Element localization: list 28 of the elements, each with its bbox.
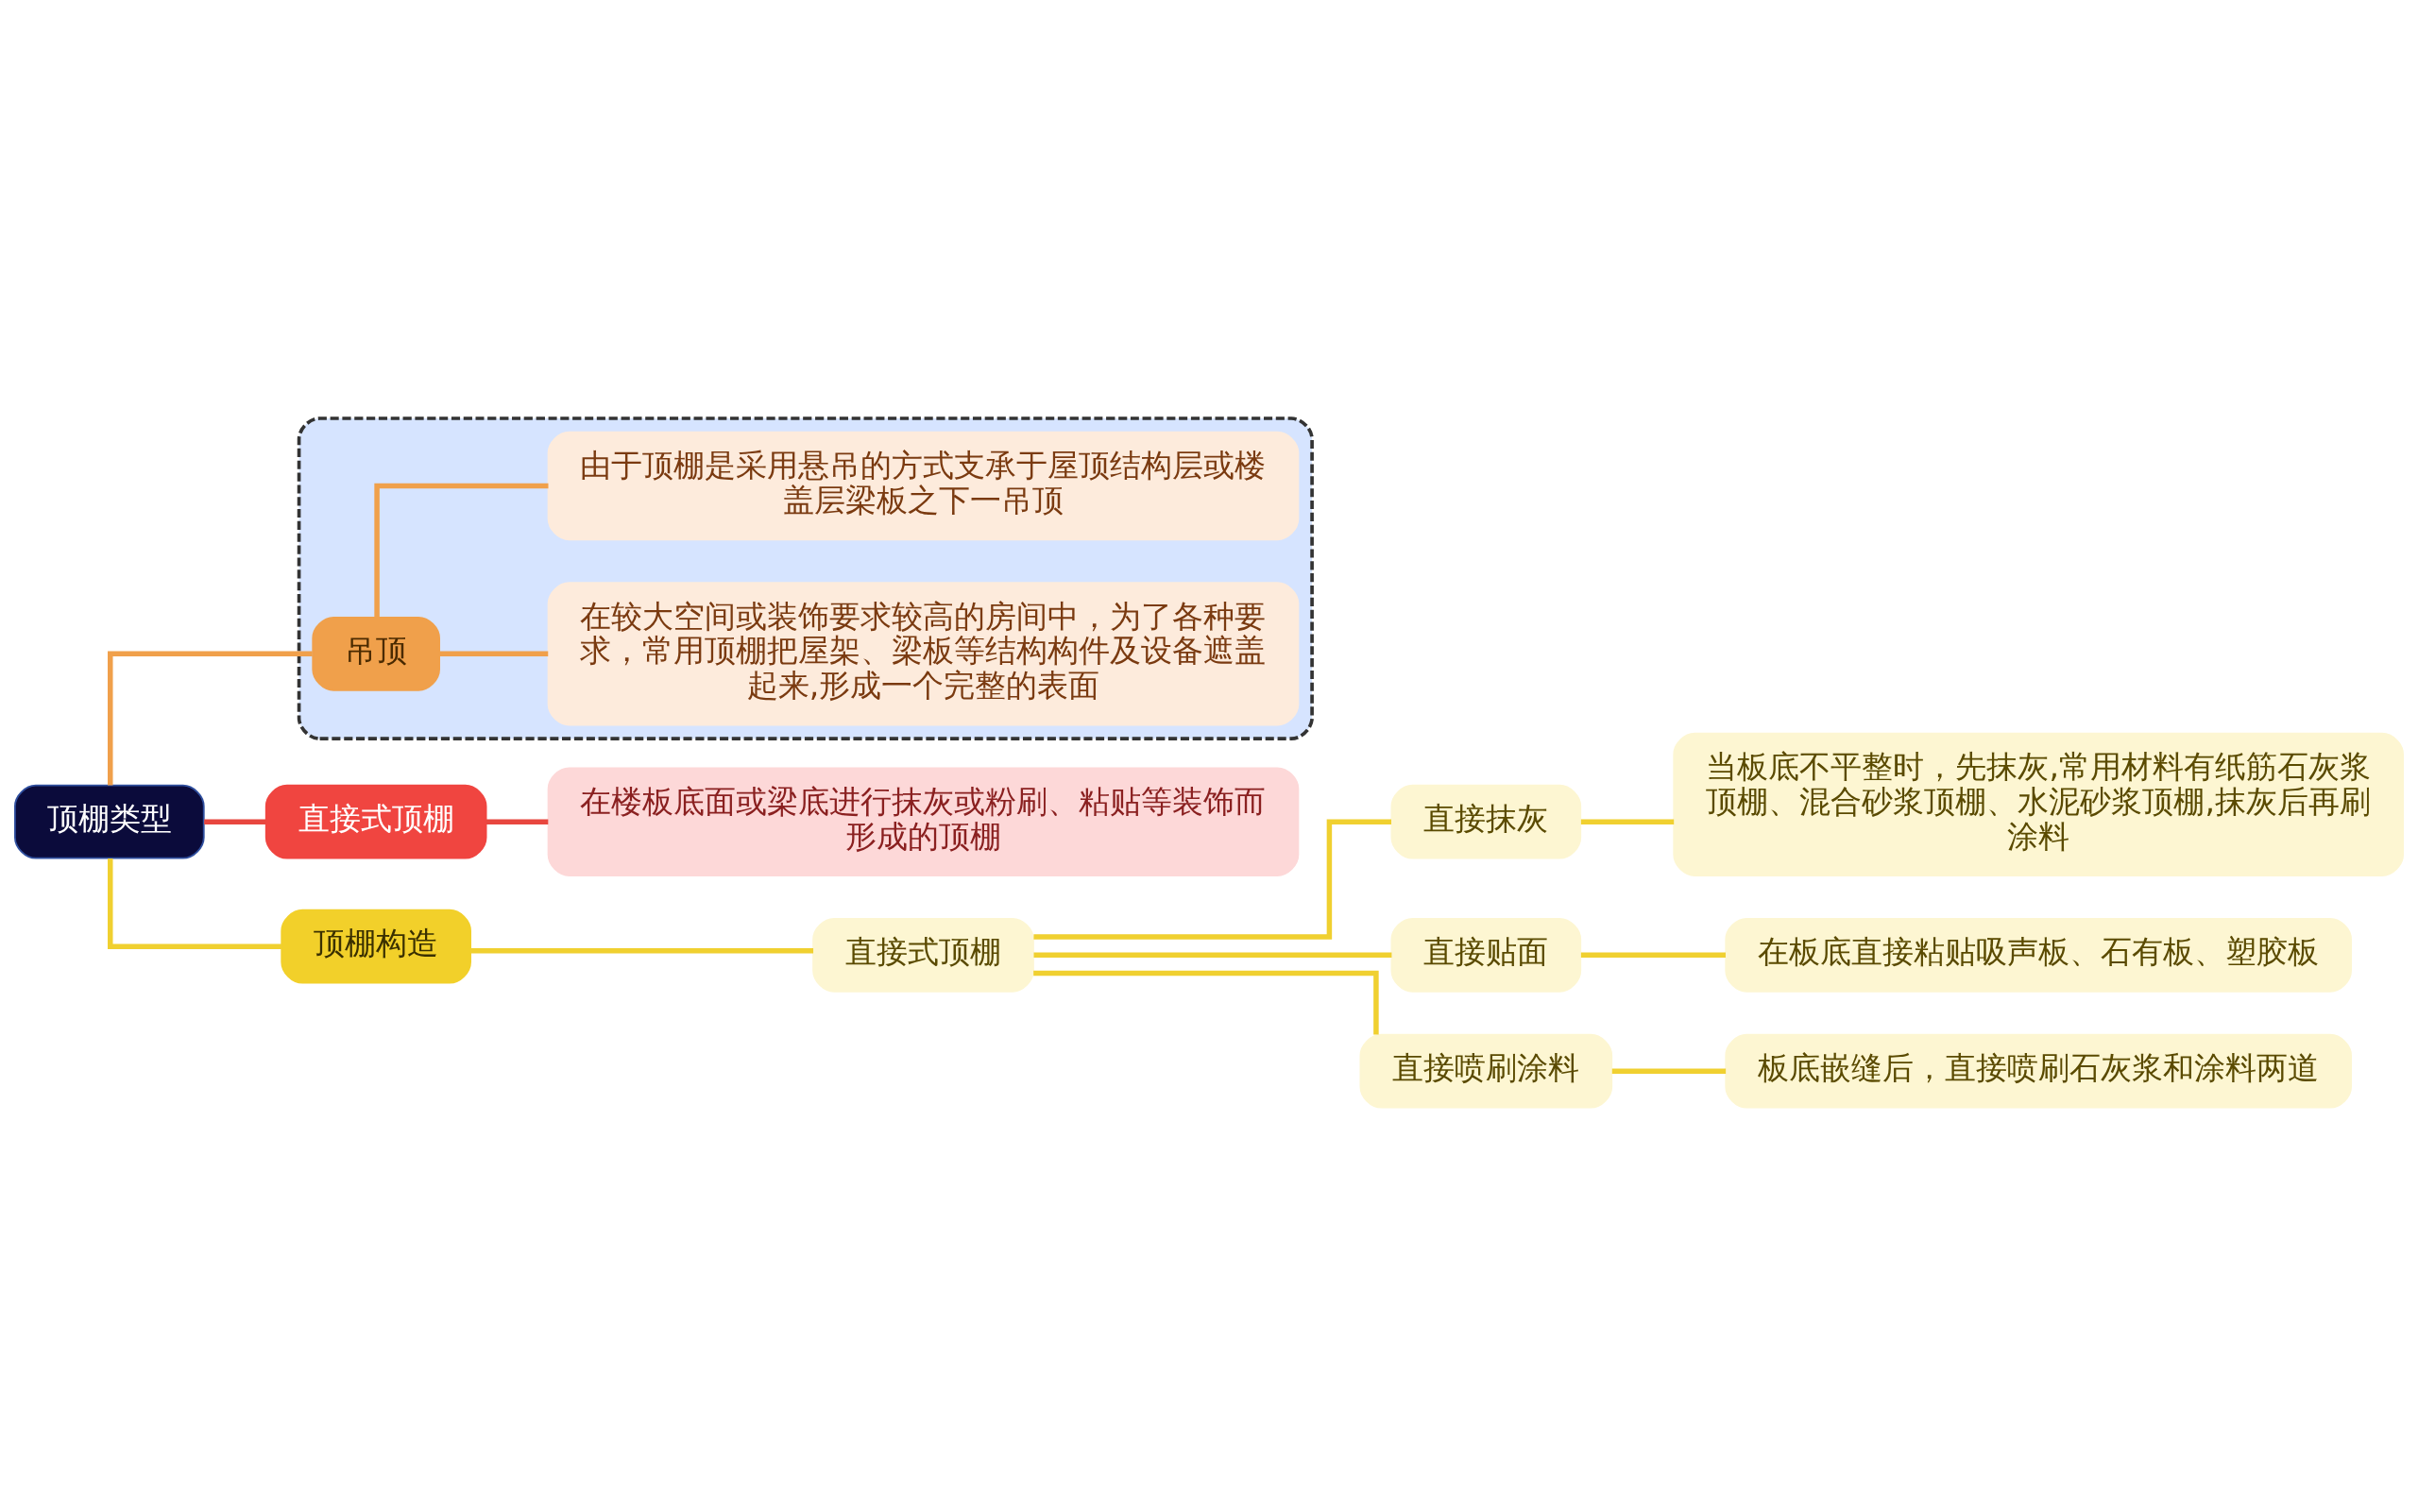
- connector: [1611, 1068, 1727, 1074]
- node-box: 直接贴面: [1390, 917, 1582, 993]
- node-box: 当板底不平整时，先抹灰,常用材料有纸筋石灰浆顶棚、混合砂浆顶棚、水泥砂浆顶棚,抹灰后再刷涂料: [1673, 732, 2404, 876]
- connector: [108, 858, 282, 949]
- connector: [439, 651, 549, 657]
- cluster: [297, 416, 1314, 740]
- node-box: 直接式顶棚: [812, 917, 1034, 993]
- connector: [485, 819, 549, 824]
- connector: [1580, 952, 1726, 959]
- connector: [1033, 952, 1392, 959]
- node-box: 顶棚构造: [281, 909, 471, 984]
- connector: [108, 651, 313, 786]
- node-box: 顶棚类型: [14, 784, 205, 859]
- node-box: 直接喷刷涂料: [1359, 1033, 1613, 1109]
- node-box: 在板底直接粘贴吸声板、石有板、塑胶板: [1725, 917, 2352, 993]
- connector: [374, 483, 549, 618]
- node-box: 由于顶棚是采用悬吊的方式支承于屋顶结构层或楼盖层梁板之下一吊顶: [547, 431, 1300, 541]
- node-box: 板底嵌缝后，直接喷刷石灰浆和涂料两道: [1725, 1033, 2352, 1109]
- node-box: 在较大空间或装饰要求较高的房间中，为了各种要求，常用顶棚把屋架、梁板等结构构件及设备遮盖起来,形成一个完整的表面: [547, 582, 1300, 726]
- connector: [1033, 970, 1379, 1035]
- connector: [204, 819, 266, 824]
- connector: [1580, 819, 1675, 824]
- node-box: 吊顶: [312, 616, 440, 691]
- connector: [470, 948, 814, 954]
- node-box: 在楼板底面或梁底进行抹灰或粉刷、粘贴等装饰而形成的顶棚: [547, 767, 1300, 876]
- node-box: 直接式顶棚: [264, 784, 487, 859]
- connector: [1033, 819, 1391, 940]
- node-box: 直接抹灰: [1390, 784, 1582, 859]
